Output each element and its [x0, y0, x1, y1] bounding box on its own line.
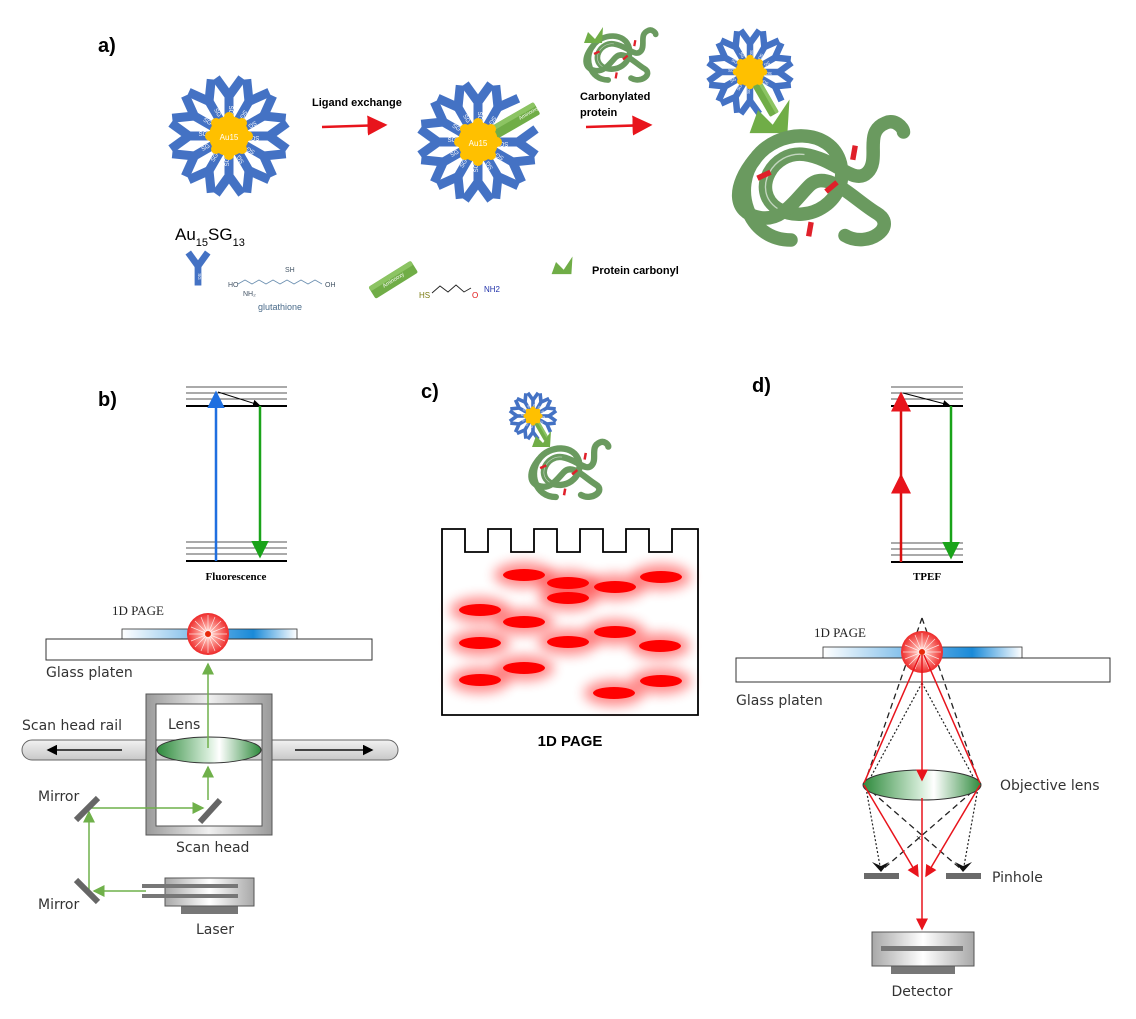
cluster-formula: Au15SG13 [175, 225, 245, 249]
glutathione-caption: glutathione [258, 302, 302, 312]
objective-lens-label: Objective lens [1000, 778, 1100, 794]
svg-text:O: O [472, 291, 478, 300]
detector-label: Detector [891, 984, 952, 1000]
legend-ligand [188, 253, 208, 286]
carbonylated-protein-label-1: Carbonylated [580, 91, 650, 103]
svg-text:SH: SH [285, 267, 295, 274]
carbonylated-protein-label-2: protein [580, 107, 618, 119]
conjugate-cluster [708, 30, 792, 117]
mirror-top-label: Mirror [38, 789, 79, 805]
gel-band [459, 674, 501, 686]
laser-device [142, 877, 255, 914]
gel-bands [450, 562, 691, 706]
pinhole-right [946, 873, 981, 879]
jablonski-tpef [891, 386, 963, 563]
ligand-exchange-arrow [321, 115, 388, 136]
fluorescence-caption: Fluorescence [206, 571, 267, 583]
detector-device [871, 931, 975, 974]
d-relaxation-arrow [902, 392, 950, 407]
pinhole-arrowhead-right [955, 862, 972, 872]
gel-band [593, 687, 635, 699]
svg-text:OH: OH [325, 282, 336, 289]
legend-carbonyl-icon [551, 256, 573, 275]
aminooxy-structure: HS O NH2 [419, 284, 501, 300]
gel-band [594, 581, 636, 593]
b-page-label: 1D PAGE [112, 603, 164, 618]
focal-cross: × [916, 833, 921, 843]
c-protein [531, 442, 608, 497]
gel-band [639, 640, 681, 652]
glutathione-structure: HO NH₂ SH OH glutathione [228, 267, 336, 312]
aminooxy-cluster: Au15 Aminooxy [420, 84, 540, 200]
scan-head-label: Scan head [176, 840, 249, 856]
scan-head-frame [145, 693, 273, 836]
svg-text:NH₂: NH₂ [243, 291, 256, 298]
gel-band [459, 637, 501, 649]
panel-a-label: a) [98, 35, 116, 57]
pinhole-left [864, 873, 899, 879]
pinhole-label: Pinhole [992, 870, 1043, 886]
relaxation-arrow [217, 391, 260, 407]
panel-a: a) Au15 Au15SG13 Ligand exchange Au15 Am… [98, 27, 904, 312]
ligand-exchange-label: Ligand exchange [312, 97, 402, 109]
scan-head-mirror [197, 797, 223, 825]
panel-b-label: b) [98, 389, 117, 411]
pinhole-arrowhead-left [872, 862, 889, 872]
au15sg13-cluster: Au15 [171, 78, 287, 194]
legend-carbonyl-label: Protein carbonyl [592, 265, 679, 277]
tpef-caption: TPEF [913, 571, 941, 583]
gel-band [547, 592, 589, 604]
panel-b: b) Fluorescence 1D PAGE Glass platen Sca… [21, 386, 399, 938]
mirror-bottom [73, 877, 101, 905]
rail-label: Scan head rail [22, 718, 122, 734]
gel-band [640, 571, 682, 583]
panel-d-label: d) [752, 375, 771, 397]
d-glass-platen-label: Glass platen [736, 693, 823, 709]
scattered-rays [865, 682, 979, 867]
gel-band [547, 636, 589, 648]
cluster-core-label-2: Au15 [469, 139, 488, 148]
legend-aminooxy: Aminooxy [369, 261, 418, 299]
focused-rays [863, 654, 981, 931]
gel-band [503, 662, 545, 674]
b-glass-platen-label: Glass platen [46, 665, 133, 681]
gel-band [503, 569, 545, 581]
lens-label: Lens [168, 717, 200, 733]
mirror-bottom-label: Mirror [38, 897, 79, 913]
d-page-label: 1D PAGE [814, 625, 866, 640]
conjugation-arrow [585, 115, 653, 136]
svg-text:NH2: NH2 [484, 285, 501, 294]
mirror-top [73, 795, 101, 823]
jablonski-fluorescence [186, 386, 287, 562]
panel-d: d) TPEF 1D PAGE Glass platen [735, 375, 1111, 1000]
carbonyl-check-small [584, 27, 603, 43]
panel-c: c) 1D PAGE [421, 381, 699, 750]
gel-band [594, 626, 636, 638]
b-fluorescent-spot [186, 612, 230, 656]
c-gel-label: 1D PAGE [538, 733, 603, 750]
gel-band [503, 616, 545, 628]
svg-text:HO: HO [228, 282, 239, 289]
svg-text:HS: HS [419, 291, 430, 300]
out-of-focus-rays [863, 617, 981, 871]
gel-band [640, 675, 682, 687]
gel-band [459, 604, 501, 616]
b-lens [156, 736, 262, 764]
panel-c-label: c) [421, 381, 439, 403]
cluster-core-label: Au15 [220, 133, 239, 142]
laser-label: Laser [196, 922, 234, 938]
carbonylated-protein-large [739, 122, 904, 240]
